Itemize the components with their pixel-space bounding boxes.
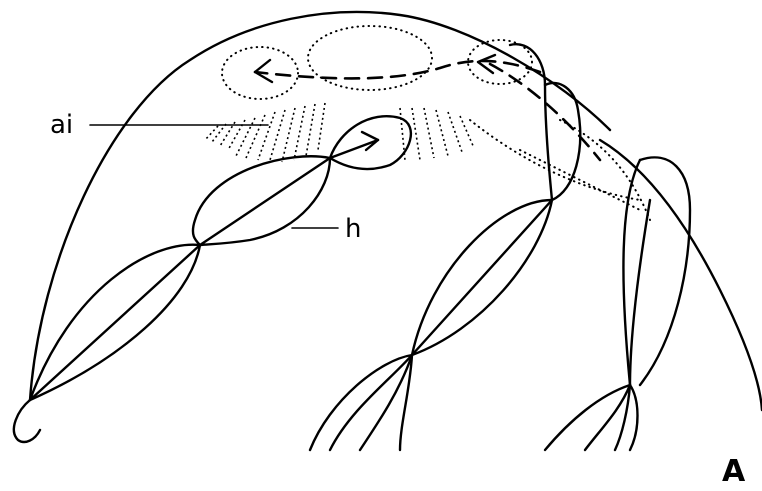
hatched-area-ai — [205, 103, 474, 162]
label-h: h — [345, 214, 361, 244]
right-limb — [545, 157, 690, 450]
left-limb — [30, 116, 411, 400]
body-outline — [14, 12, 762, 442]
panel-label: A — [722, 454, 746, 489]
middle-limb — [310, 44, 580, 450]
label-ai: ai — [50, 110, 73, 140]
dotted-organs — [222, 26, 650, 220]
